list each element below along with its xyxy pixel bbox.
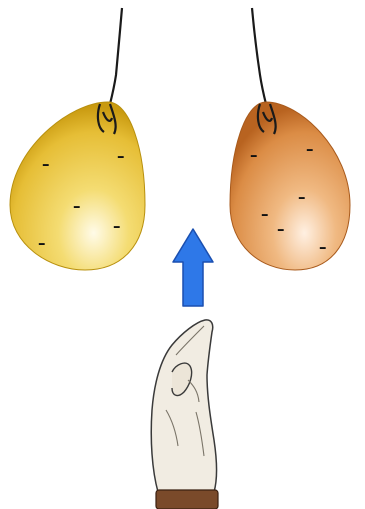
left-charge: – (42, 155, 50, 173)
left-balloon: – – – – – (10, 8, 145, 270)
right-balloon-string (252, 8, 266, 104)
right-balloon: – – – – – – (230, 8, 350, 270)
left-balloon-body (10, 102, 145, 270)
up-arrow-icon (173, 229, 213, 306)
right-charge: – (298, 188, 306, 206)
left-balloon-string (110, 8, 122, 104)
right-charge: – (261, 205, 269, 223)
raised-hand-icon (151, 320, 218, 509)
right-charge: – (306, 140, 314, 158)
left-charge: – (73, 197, 81, 215)
right-charge: – (319, 238, 327, 256)
left-charge: – (113, 217, 121, 235)
left-charge: – (117, 147, 125, 165)
right-charge: – (277, 220, 285, 238)
right-balloon-body (230, 102, 350, 270)
hand-sleeve (156, 490, 218, 509)
left-charge: – (38, 234, 46, 252)
right-charge: – (250, 146, 258, 164)
